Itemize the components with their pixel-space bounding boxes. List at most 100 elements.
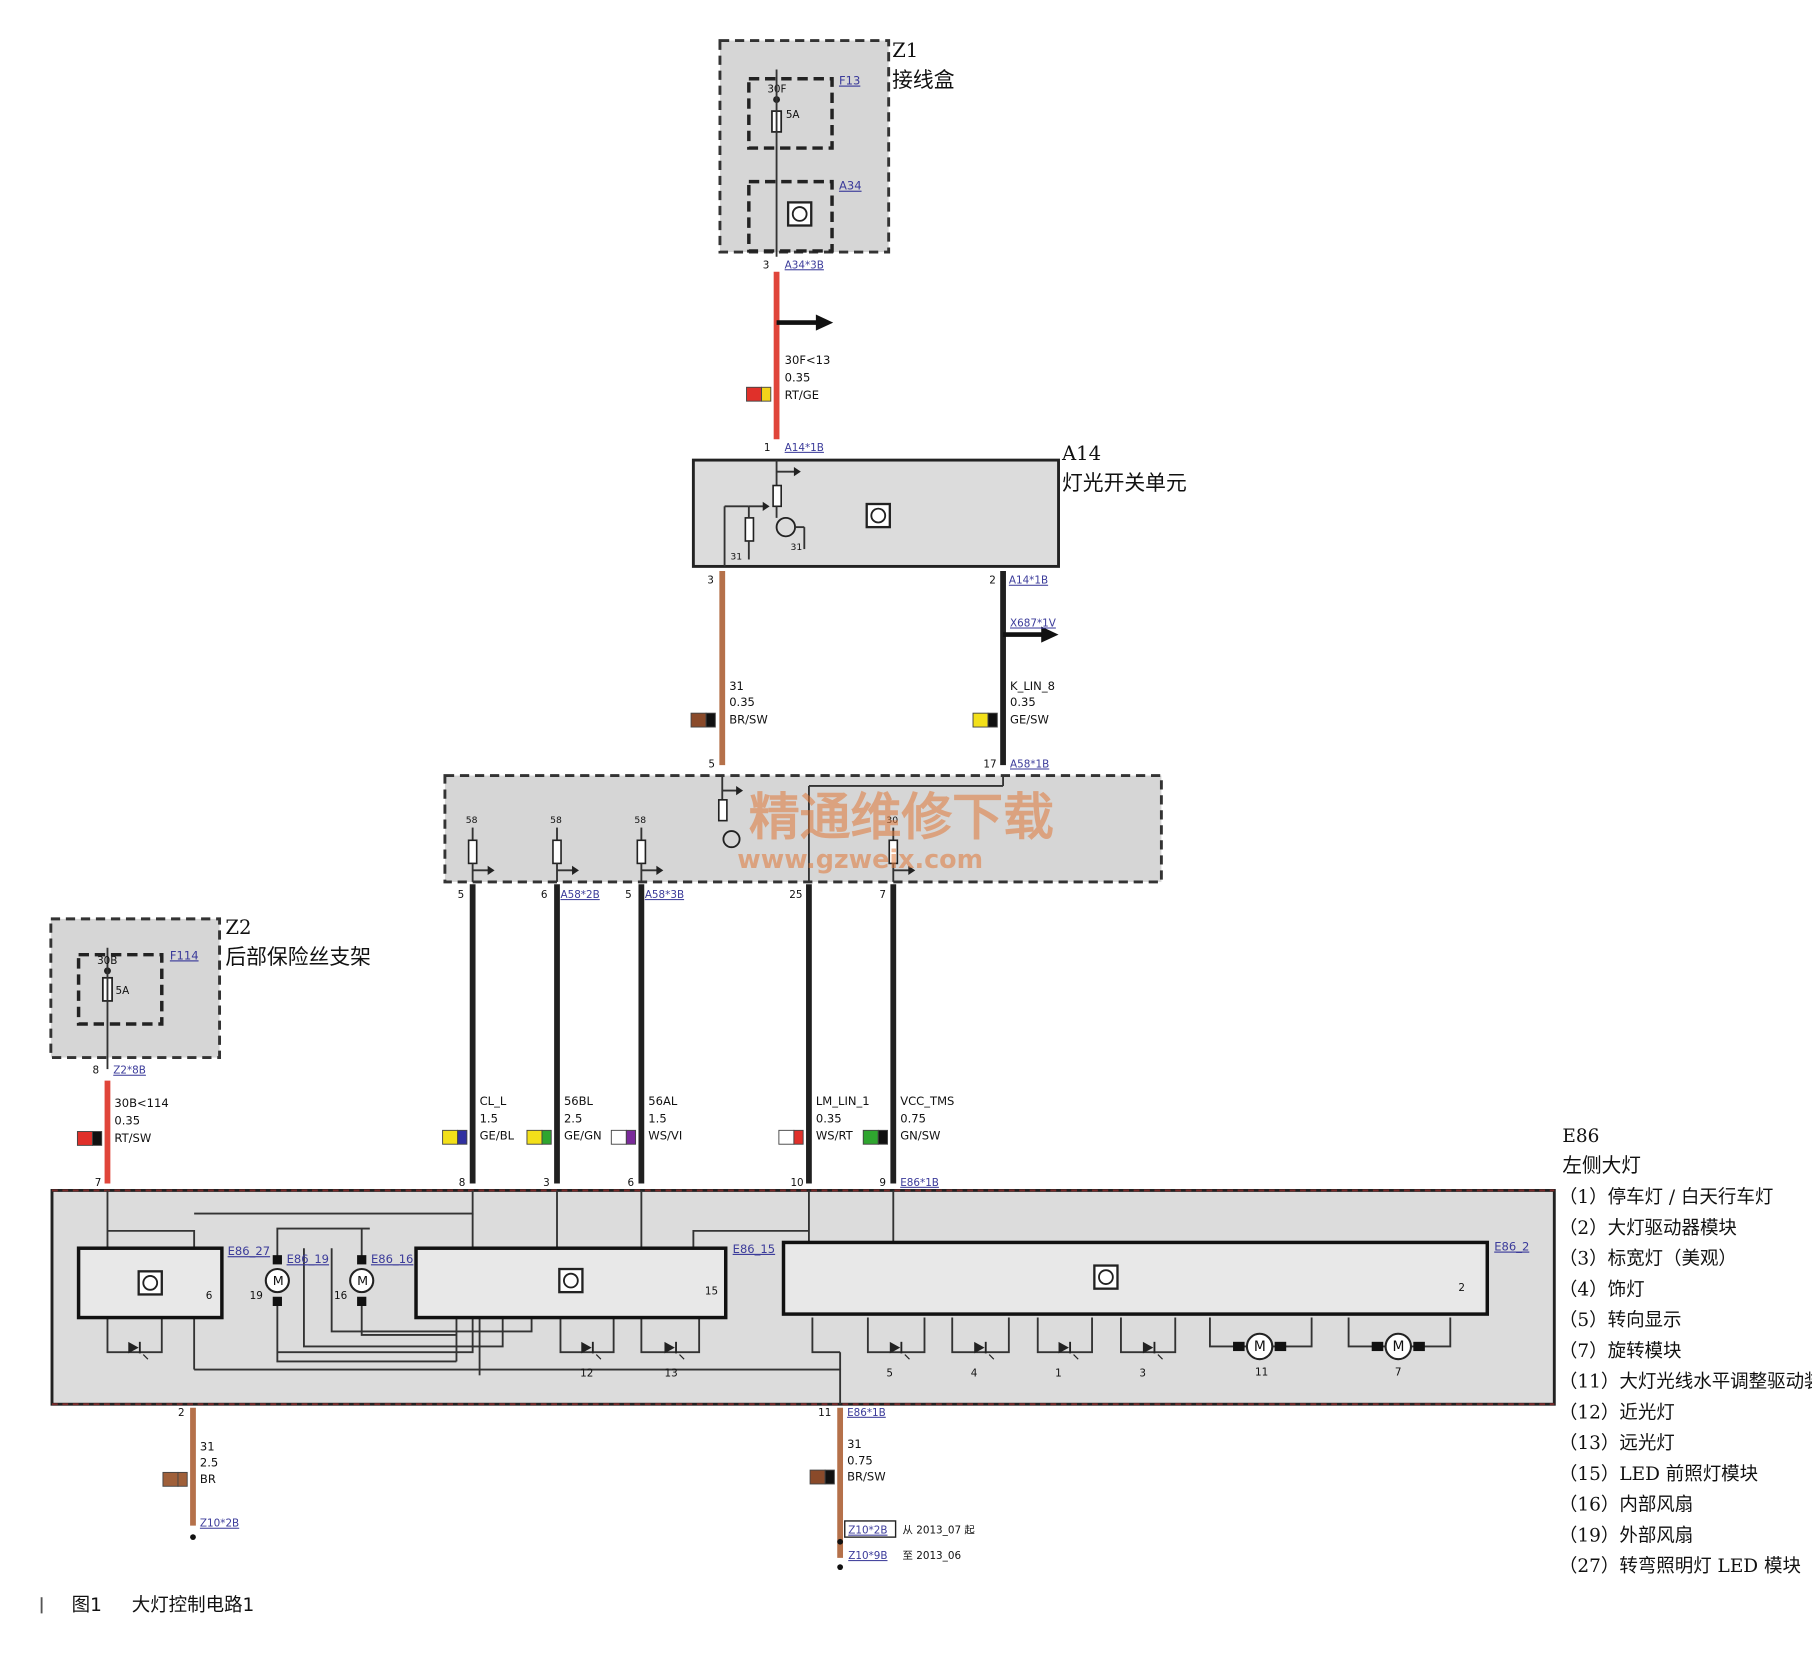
fan-motor-icon: M bbox=[349, 1255, 375, 1307]
module-icon bbox=[137, 1270, 163, 1296]
a58-fuse-label: 30 bbox=[886, 815, 898, 826]
wire-30b-gauge: 0.35 bbox=[114, 1114, 140, 1128]
svg-text:M: M bbox=[1254, 1339, 1266, 1355]
lamp-diode-icon bbox=[1142, 1341, 1163, 1360]
legend-item: （4）饰灯 bbox=[1559, 1279, 1645, 1300]
e86-left-headlight: 7 8 3 6 10 9 E86*1B bbox=[50, 1126, 1641, 1419]
a58-pin-bottom-5: 7 bbox=[879, 889, 886, 901]
wire-k-lin-color: GE/SW bbox=[1010, 713, 1049, 727]
svg-text:M: M bbox=[357, 1273, 368, 1288]
wire-ground-right-connector-a: Z10*2B bbox=[848, 1525, 887, 1537]
a58-fuse: 58 bbox=[634, 815, 664, 882]
module-icon bbox=[1093, 1264, 1119, 1290]
z1-junction-box: 30F 5A F13 A34 Z1 接线盒 3 A34*3B bbox=[718, 39, 955, 271]
e86-pin-top-6: 9 bbox=[879, 1177, 886, 1189]
ground-right-terminal-b bbox=[837, 1564, 844, 1571]
e86-module-number-15: 15 bbox=[705, 1285, 718, 1297]
legend-item: （15）LED 前照灯模块 bbox=[1559, 1464, 1758, 1485]
a58-connector-bottom-2: A58*3B bbox=[645, 889, 684, 901]
e86-pin-top-2: 8 bbox=[459, 1177, 466, 1189]
e86-legend: （1）停车灯 / 白天行车灯（2）大灯驱动器模块（3）标宽灯（美观）（4）饰灯（… bbox=[1559, 1187, 1812, 1577]
wire-56al-color: WS/VI bbox=[648, 1129, 682, 1143]
a14-light-switch-unit: 1 A14*1B 31 31 A14 灯光开关单元 3 2 A14*1B bbox=[691, 442, 1187, 587]
e86-pin-top-3: 3 bbox=[543, 1177, 550, 1189]
e86-lamp-number-12: 12 bbox=[580, 1367, 593, 1379]
e86-sub-ref-27: E86_27 bbox=[228, 1244, 270, 1258]
wire-ground-right-swatch bbox=[809, 1469, 835, 1485]
wire-56bl-color: GE/GN bbox=[564, 1129, 602, 1143]
wire-30f-gauge: 0.35 bbox=[785, 371, 811, 385]
a58-pin-bottom-1: 5 bbox=[458, 889, 465, 901]
ground-left-terminal bbox=[190, 1534, 196, 1541]
a58-connector-bottom-1: A58*2B bbox=[560, 889, 599, 901]
wire-lm-lin-color: WS/RT bbox=[816, 1129, 854, 1143]
wire-lm-lin-swatch bbox=[778, 1129, 804, 1145]
z1-pin: 3 bbox=[763, 259, 770, 271]
e86-module-number-16: 16 bbox=[334, 1290, 347, 1302]
e86-lamp-number-3: 3 bbox=[1139, 1367, 1146, 1379]
e86-module-number-19: 19 bbox=[250, 1290, 263, 1302]
wire-vcc-tms-color: GN/SW bbox=[900, 1129, 941, 1143]
lamp-diode-icon bbox=[889, 1341, 910, 1360]
a58-fuse: 58 bbox=[550, 815, 579, 882]
legend-item: （19）外部风扇 bbox=[1559, 1525, 1693, 1546]
wire-ground-right-color: BR/SW bbox=[847, 1469, 886, 1483]
z1-fuse-ref: F13 bbox=[839, 74, 860, 88]
z2-name: 后部保险丝支架 bbox=[225, 945, 371, 969]
wire-cl-l-color: GE/BL bbox=[480, 1129, 515, 1143]
e86-connector-top: E86*1B bbox=[900, 1177, 939, 1189]
e86-pin-bottom-right: 11 bbox=[818, 1407, 831, 1419]
legend-item: （16）内部风扇 bbox=[1559, 1495, 1693, 1516]
z1-name: 接线盒 bbox=[892, 68, 955, 92]
wire-ground-right-gauge: 0.75 bbox=[847, 1453, 873, 1467]
e86-name: 左侧大灯 bbox=[1562, 1154, 1641, 1177]
legend-item: （3）标宽灯（美观） bbox=[1559, 1249, 1737, 1270]
wire-31-top-signal: 31 bbox=[729, 679, 744, 693]
wire-ground-left-signal: 31 bbox=[200, 1439, 215, 1453]
a14-pin-left: 3 bbox=[707, 575, 714, 587]
drive-motor-icon: M bbox=[1371, 1332, 1425, 1361]
wire-vcc-tms-signal: VCC_TMS bbox=[900, 1094, 954, 1108]
svg-text:M: M bbox=[1393, 1339, 1405, 1355]
wire-k-lin-branch: X687*1V bbox=[1010, 618, 1057, 630]
wire-ground-left-connector: Z10*2B bbox=[200, 1518, 239, 1530]
a14-connector-out: A14*1B bbox=[1009, 575, 1048, 587]
legend-item: （12）近光灯 bbox=[1559, 1402, 1675, 1423]
a58-pin-17: 17 bbox=[983, 758, 996, 770]
module-icon bbox=[558, 1267, 584, 1294]
wire-56al-signal: 56AL bbox=[648, 1094, 678, 1108]
a14-name: 灯光开关单元 bbox=[1062, 471, 1187, 495]
branch-arrow-30f bbox=[776, 314, 834, 331]
e86-lamp-number-13: 13 bbox=[664, 1367, 677, 1379]
wire-30b-swatch bbox=[76, 1131, 103, 1146]
z2-pin: 8 bbox=[92, 1065, 99, 1077]
wire-ground-left-gauge: 2.5 bbox=[200, 1456, 218, 1470]
e86-id: E86 bbox=[1562, 1126, 1599, 1147]
z2-fuse-rating: 30B bbox=[97, 955, 117, 967]
caption-title: 大灯控制电路1 bbox=[132, 1595, 255, 1616]
a58-fuse: 30 bbox=[886, 815, 916, 882]
lamp-diode-icon bbox=[128, 1341, 149, 1360]
z1-fuse-amp: 5A bbox=[786, 109, 801, 121]
legend-item: （27）转弯照明灯 LED 模块 bbox=[1559, 1556, 1801, 1577]
a58-pin-5: 5 bbox=[708, 758, 715, 770]
wire-31-top-color: BR/SW bbox=[729, 713, 768, 727]
wire-cl-l-signal: CL_L bbox=[480, 1094, 507, 1108]
lamp-diode-icon bbox=[664, 1341, 685, 1360]
a58-fuse-label: 58 bbox=[634, 815, 646, 826]
wire-ground-right-note-a: 从 2013_07 起 bbox=[903, 1525, 976, 1537]
wire-30b-color: RT/SW bbox=[114, 1131, 151, 1145]
lamp-diode-icon bbox=[974, 1341, 995, 1360]
wire-56bl-swatch bbox=[526, 1129, 552, 1145]
branch-arrow-k-lin bbox=[1003, 626, 1059, 643]
wire-56al-gauge: 1.5 bbox=[648, 1111, 666, 1125]
e86-connector-bottom: E86*1B bbox=[847, 1407, 886, 1419]
a58-pin-bottom-2: 6 bbox=[541, 889, 548, 901]
z1-module-ref: A34 bbox=[839, 179, 862, 193]
legend-item: （1）停车灯 / 白天行车灯 bbox=[1559, 1187, 1773, 1208]
a14-connector-in: A14*1B bbox=[785, 442, 824, 454]
e86-pin-top-1: 7 bbox=[95, 1177, 102, 1189]
wire-k-lin-gauge: 0.35 bbox=[1010, 695, 1036, 709]
wire-lm-lin-gauge: 0.35 bbox=[816, 1111, 842, 1125]
e86-pin-bottom-left: 2 bbox=[178, 1407, 185, 1419]
